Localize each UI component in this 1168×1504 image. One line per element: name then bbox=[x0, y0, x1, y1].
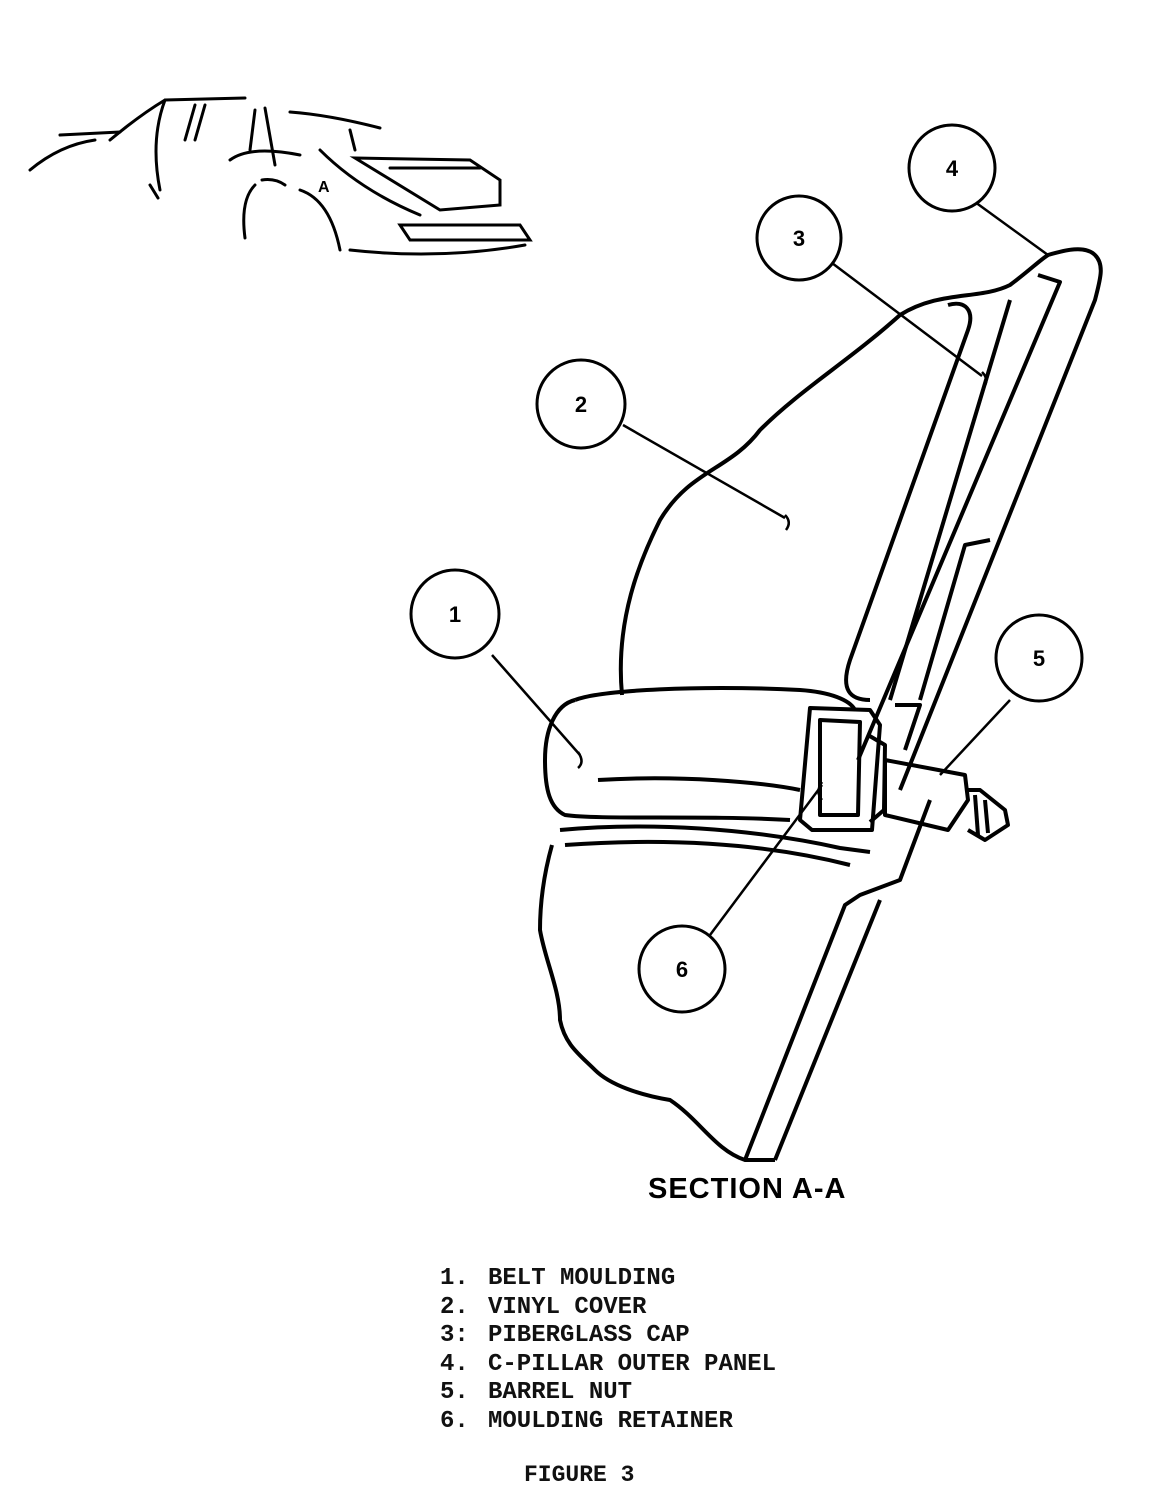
callout-2: 2 bbox=[535, 358, 627, 450]
callout-3: 3 bbox=[755, 194, 843, 282]
leader-line-6 bbox=[708, 784, 824, 936]
leader-line-2 bbox=[622, 423, 786, 520]
callout-1: 1 bbox=[409, 568, 501, 660]
belt-moulding bbox=[543, 686, 871, 867]
moulding-retainer bbox=[798, 703, 922, 832]
parts-legend: 1.BELT MOULDING 2.VINYL COVER 3:PIBERGLA… bbox=[440, 1265, 776, 1436]
legend-item: 1.BELT MOULDING bbox=[440, 1265, 676, 1292]
inset-section-marker: A bbox=[318, 179, 330, 196]
svg-text:3: 3 bbox=[793, 226, 805, 251]
section-title: SECTION A-A bbox=[648, 1173, 846, 1205]
car-inset-illustration bbox=[28, 96, 533, 256]
vinyl-cover-body bbox=[538, 247, 1103, 1162]
figure-caption: FIGURE 3 bbox=[524, 1462, 635, 1488]
leader-line-1 bbox=[491, 654, 581, 756]
svg-text:1: 1 bbox=[449, 602, 461, 627]
callout-6: 6 bbox=[637, 924, 727, 1014]
svg-text:2: 2 bbox=[575, 392, 587, 417]
callout-5: 5 bbox=[994, 613, 1084, 703]
leader-lines bbox=[491, 200, 1049, 936]
callout-4: 4 bbox=[907, 123, 997, 213]
legend-item: 3:PIBERGLASS CAP bbox=[440, 1322, 690, 1349]
svg-text:6: 6 bbox=[676, 957, 688, 982]
legend-item: 4.C-PILLAR OUTER PANEL bbox=[440, 1350, 777, 1378]
legend-item: 6.MOULDING RETAINER bbox=[440, 1407, 733, 1435]
leader-line-3 bbox=[831, 262, 983, 377]
leader-hooks bbox=[576, 371, 988, 801]
leader-line-5 bbox=[939, 699, 1011, 776]
leader-line-4 bbox=[974, 200, 1049, 257]
svg-text:4: 4 bbox=[946, 156, 959, 181]
svg-text:5: 5 bbox=[1033, 646, 1045, 671]
barrel-nut bbox=[883, 758, 1010, 842]
legend-item: 5.BARREL NUT bbox=[440, 1379, 633, 1406]
legend-item: 2.VINYL COVER bbox=[440, 1293, 647, 1321]
